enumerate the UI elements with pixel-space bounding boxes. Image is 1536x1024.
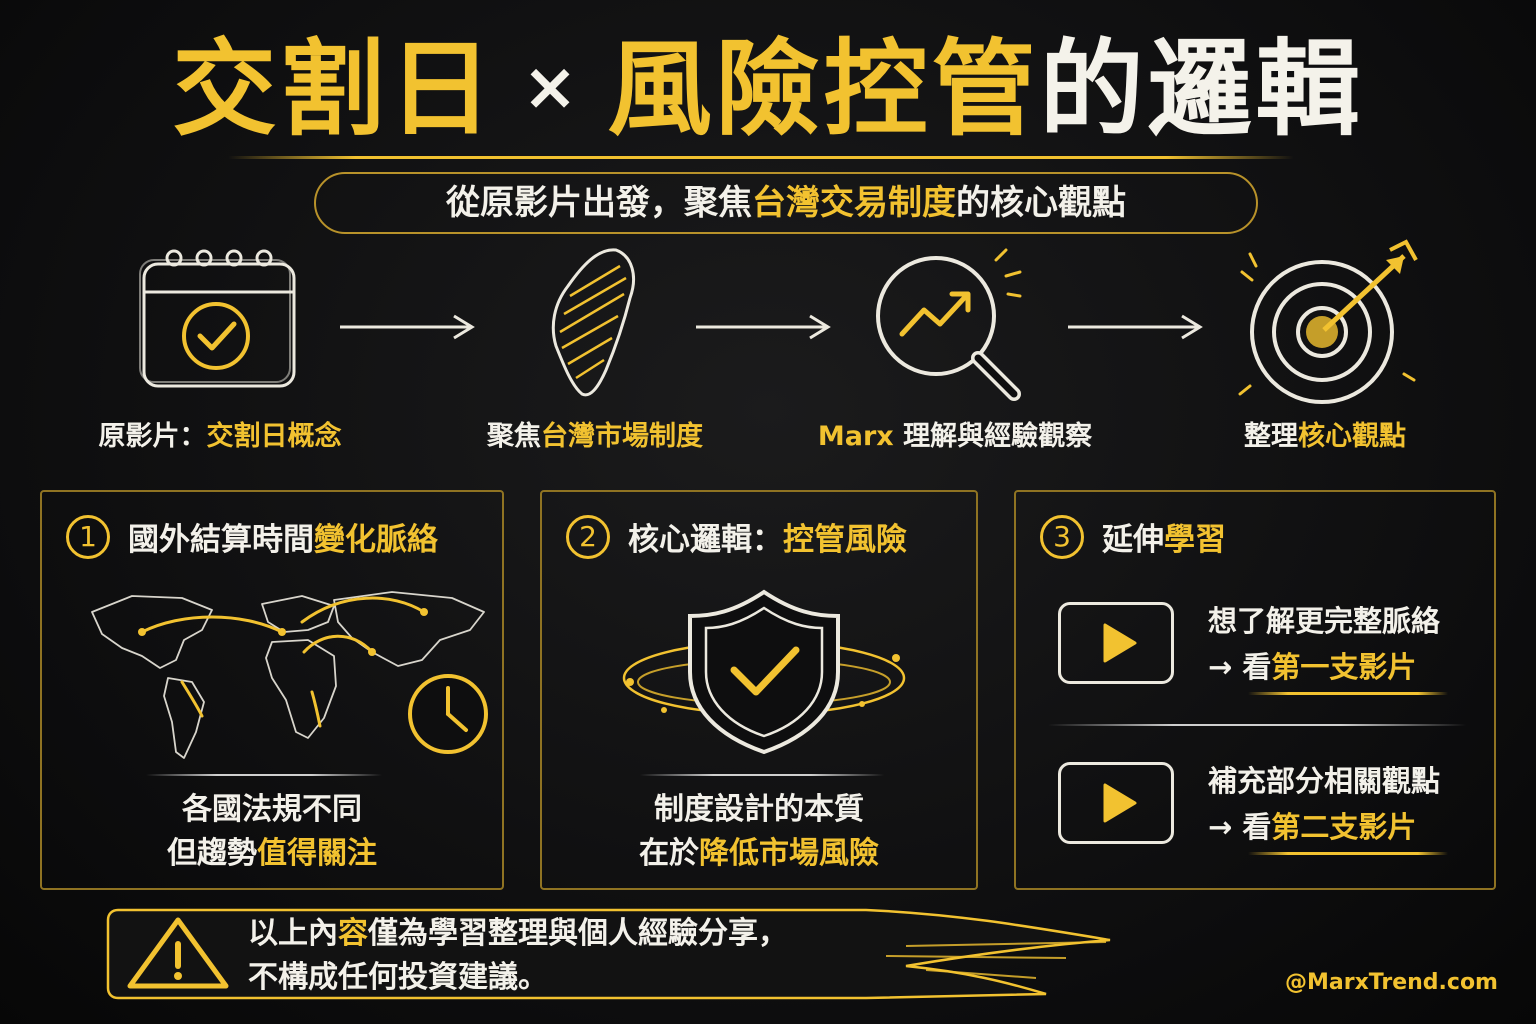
disclaimer-banner [106, 908, 1111, 1000]
number-badge: 1 [66, 514, 110, 559]
number-badge: 2 [566, 514, 610, 559]
panel-1-heading: 1 國外結算時間變化脈絡 [66, 514, 438, 559]
panel-3-divider [1048, 724, 1466, 726]
panel-2-divider [640, 774, 884, 776]
taiwan-map-icon [551, 248, 635, 397]
video-1-underline [1248, 692, 1448, 695]
flow-arrow-3 [1068, 314, 1203, 340]
video-1-caption[interactable]: 想了解更完整脈絡 → 看第一支影片 [1208, 604, 1441, 684]
video-2-play-button[interactable] [1058, 762, 1174, 844]
magnifier-trend-icon [876, 248, 1022, 401]
title-part2: 風險控管 [607, 28, 1040, 150]
subtitle-pre: 從原影片出發，聚焦 [446, 183, 752, 223]
panel-3-heading: 3 延伸學習 [1040, 514, 1226, 559]
title-times: × [522, 48, 582, 125]
world-map-clock-icon [91, 591, 488, 759]
panel-2-heading: 2 核心邏輯：控管風險 [566, 514, 907, 559]
play-icon [1103, 783, 1137, 823]
panel-2: 2 核心邏輯：控管風險 制度設計的本質 在於降低市場風險 [540, 490, 978, 890]
page-title: 交割日 × 風險控管的邏輯 [0, 22, 1536, 154]
subtitle-banner: 從原影片出發，聚焦台灣交易制度的核心觀點 [314, 172, 1258, 234]
panel-3: 3 延伸學習 想了解更完整脈絡 → 看第一支影片 補充部分相關觀點 → 看第二支… [1014, 490, 1496, 890]
shield-check-icon [622, 589, 906, 754]
panel-1-line-1: 各國法規不同 [182, 792, 362, 827]
title-part3: 的邏輯 [1039, 28, 1364, 150]
flow-label-2: 聚焦台灣市場制度 [487, 421, 703, 452]
video-2-caption[interactable]: 補充部分相關觀點 → 看第二支影片 [1208, 764, 1441, 844]
play-icon [1103, 623, 1137, 663]
subtitle-post: 的核心觀點 [956, 183, 1126, 223]
disclaimer-text: 以上內容僅為學習整理與個人經驗分享， 不構成任何投資建議。 [248, 916, 788, 995]
video-1-play-button[interactable] [1058, 602, 1174, 684]
warning-icon [127, 917, 229, 989]
target-arrow-icon [1238, 239, 1418, 404]
panel-2-line-2: 在於降低市場風險 [639, 836, 879, 871]
panel-1: 1 國外結算時間變化脈絡 各國法規不同 但趨勢值得關注 [40, 490, 504, 890]
title-part1: 交割日 [172, 28, 497, 150]
video-2-underline [1248, 852, 1448, 855]
flow-label-4: 整理核心觀點 [1244, 421, 1406, 452]
flow-arrow-2 [696, 314, 831, 340]
panel-1-line-2: 但趨勢值得關注 [167, 836, 377, 871]
brand-handle[interactable]: @MarxTrend.com [1285, 970, 1498, 995]
title-divider [228, 156, 1294, 159]
subtitle-highlight: 台灣交易制度 [752, 183, 956, 223]
panel-1-divider [146, 774, 382, 776]
flow-arrow-1 [340, 314, 475, 340]
flow-label-3: Marx 理解與經驗觀察 [817, 421, 1093, 452]
flow-label-1: 原影片：交割日概念 [98, 421, 342, 452]
number-badge: 3 [1040, 514, 1084, 559]
panel-2-line-1: 制度設計的本質 [654, 792, 864, 827]
calendar-check-icon [139, 249, 296, 388]
